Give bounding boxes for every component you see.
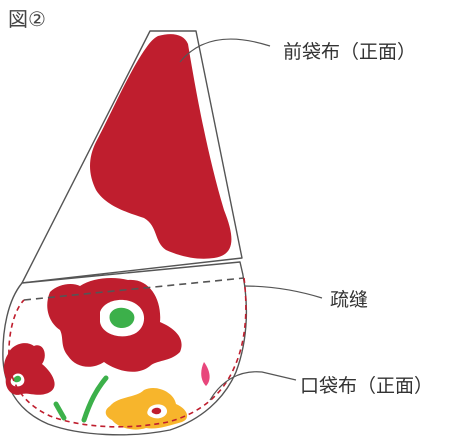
pink-petal xyxy=(201,362,210,386)
figure-label: 図② xyxy=(8,7,46,31)
small-flower-center-green xyxy=(13,375,22,383)
yellow-flower-core xyxy=(151,407,162,415)
pocket-fabric-print xyxy=(3,278,210,430)
green-stem-2 xyxy=(53,401,67,421)
label-front-fabric: 前袋布（正面） xyxy=(283,41,416,63)
front-fabric-print xyxy=(90,34,232,259)
label-pocket-fabric: 口袋布（正面） xyxy=(300,375,433,397)
basting-stitch-line xyxy=(23,277,245,301)
green-stem-1 xyxy=(81,375,109,423)
yellow-flower xyxy=(105,387,188,430)
leader-front-fabric xyxy=(179,38,271,63)
flower-center-green xyxy=(109,307,135,328)
label-seam: 疏缝 xyxy=(330,289,368,311)
pocket-stitch-line xyxy=(8,277,247,428)
leader-seam xyxy=(243,285,323,299)
leader-pocket-fabric xyxy=(209,371,297,401)
